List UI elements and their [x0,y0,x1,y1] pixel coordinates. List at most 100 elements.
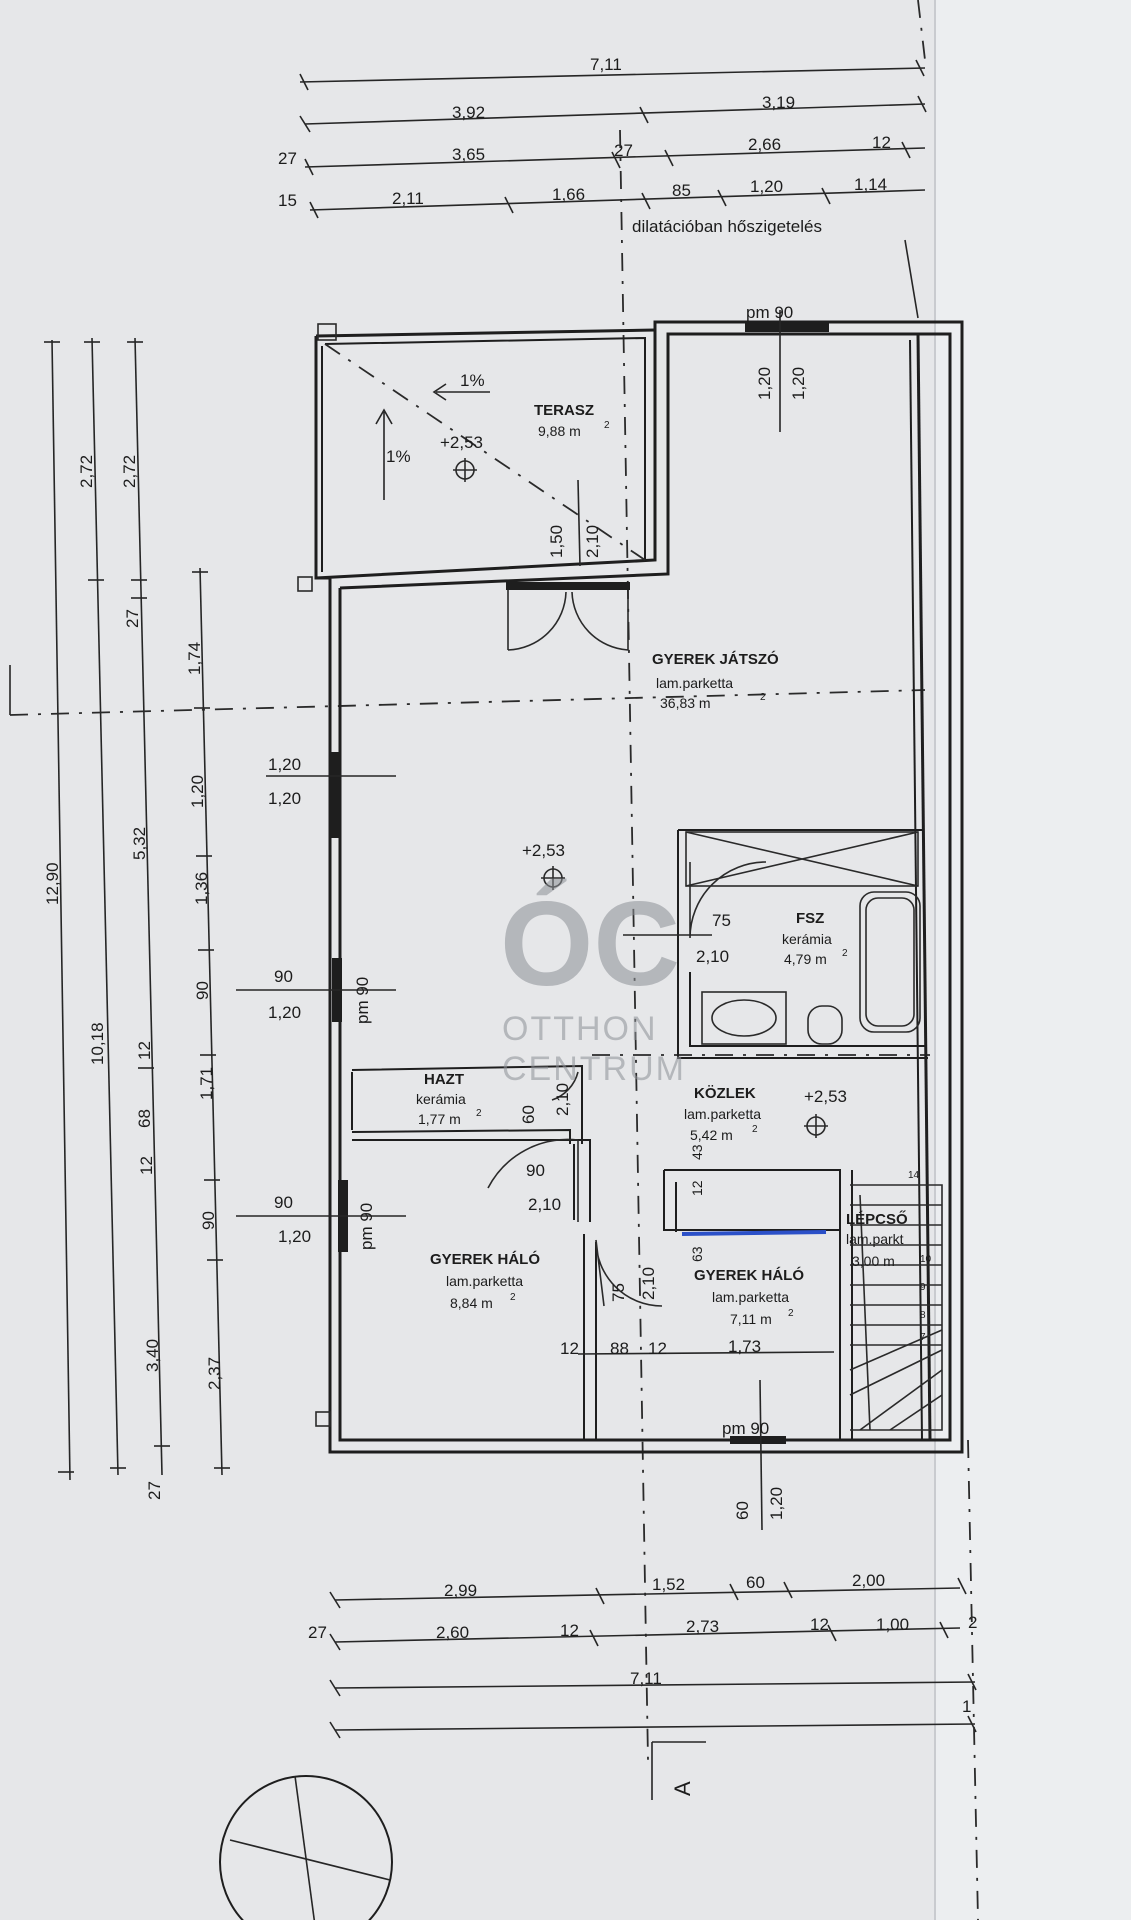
win1-b: 1,20 [268,789,301,808]
bottom-dim-r2-c: 12 [560,1621,579,1640]
top-dim-r4-c: 1,66 [552,185,585,204]
bed-width-12b: 12 [648,1339,667,1358]
kozlek-floor: lam.parketta [684,1106,761,1122]
sq-jatszo: 2 [760,692,766,703]
bed-width-173: 1,73 [728,1337,761,1356]
top-dim-r3-e: 12 [872,133,891,152]
left-dim-c3-a: 2,72 [120,455,139,488]
halo2-name: GYEREK HÁLÓ [694,1266,804,1284]
bottom-dim-r2-b: 2,60 [436,1623,469,1642]
win2-a: 90 [274,967,293,986]
terrace-door-h2: 2,10 [583,525,602,558]
win3-b: 1,20 [278,1227,311,1246]
lepcso-name: LÉPCSŐ [846,1210,908,1228]
hazt-door-h: 2,10 [553,1083,572,1116]
toilet [807,1005,843,1045]
window-top [745,322,829,332]
right-axis-top [917,0,926,61]
hall-door-w: 90 [526,1161,545,1180]
terrace-door-h1: 1,50 [547,525,566,558]
stair-dim-63: 63 [689,1246,705,1262]
watermark: ÓC OTTHON CENTRUM [500,877,684,1088]
terasz-level: +2,53 [440,433,483,452]
building-walls [236,310,964,1531]
bottom-dim-r2-d: 2,73 [686,1617,719,1636]
sq-halo1: 2 [510,1292,516,1303]
bottom-dim-r1-c: 60 [746,1573,765,1592]
top-dim-r3-b: 3,65 [452,145,485,164]
fsz-area: 4,79 m [784,951,827,967]
bottom-dim-r2-f: 1,00 [876,1615,909,1634]
stair-dim-12: 12 [689,1180,705,1196]
stair-step-7: 7 [920,1332,926,1343]
stair-step-14: 14 [908,1170,920,1181]
bed-width-12a: 12 [560,1339,579,1358]
left-dim-c3-d: 12 [135,1041,154,1060]
stair-dim-43: 43 [689,1144,705,1160]
top-dim-r4-d: 85 [672,181,691,200]
top-dim-r4-b: 2,11 [392,189,424,208]
terasz-area: 9,88 m [538,423,581,439]
bottom-window-h1: 60 [733,1501,752,1520]
bottom-dim-r1-b: 1,52 [652,1575,685,1594]
top-dimensions: 7,11 3,92 3,19 27 3,65 27 2,66 12 15 2,1… [278,55,927,319]
bathtub [859,891,921,1033]
left-dim-c4-c: 1,36 [192,872,211,905]
hall-door-h: 2,10 [528,1195,561,1214]
bottom-dim-r2-e: 12 [810,1615,829,1634]
top-dim-r4-a: 15 [278,191,297,210]
stair-step-9: 9 [920,1282,926,1293]
blue-marker-line [681,1230,827,1236]
north-arrow [219,1775,393,1920]
left-dim-c4-f: 90 [199,1211,218,1230]
top-window-h1: 1,20 [755,367,774,400]
paper-sheet-edge [935,0,1131,1920]
hazt-area: 1,77 m [418,1111,461,1127]
opening-labels: pm 90 1,20 1,20 1,50 2,10 1,20 1,20 90 1… [268,303,808,1520]
bottom-dim-total: 7,11 [630,1669,662,1688]
watermark-logo: ÓC [500,877,680,1011]
jatszo-name: GYEREK JÁTSZÓ [652,650,779,668]
top-window-h2: 1,20 [789,367,808,400]
jatszo-level: +2,53 [522,841,565,860]
lepcso-area: 3,00 m [852,1253,895,1269]
hazt-floor: kerámia [416,1091,466,1107]
bottom-dim-r1-d: 2,00 [852,1571,885,1590]
halo1-name: GYEREK HÁLÓ [430,1250,540,1268]
sq-hazt: 2 [476,1108,482,1119]
sq-halo2: 2 [788,1308,794,1319]
top-dim-total: 7,11 [590,55,622,74]
top-dim-r3-d: 2,66 [748,135,781,154]
kozlek-name: KÖZLEK [694,1085,756,1102]
left-dim-c4-a: 1,74 [185,642,204,675]
jatszo-floor: lam.parketta [656,675,733,691]
win3-pm: pm 90 [357,1203,376,1250]
left-dim-c4-b: 1,20 [188,775,207,808]
halo1-floor: lam.parketta [446,1273,523,1289]
fsz-name: FSZ [796,910,824,927]
left-dim-c3-h: 27 [145,1481,164,1500]
insulation-note: dilatációban hőszigetelés [632,217,822,236]
left-dim-c4-e: 1,71 [197,1067,216,1100]
left-dim-c3-e: 68 [135,1109,154,1128]
top-dim-r2-b: 3,19 [762,93,795,112]
left-dimensions: 12,90 2,72 10,18 2,72 27 5,32 12 68 12 3… [9,337,926,1500]
left-dim-c2-b: 10,18 [88,1022,107,1065]
shower-tray [685,831,919,887]
kozlek-area: 5,42 m [690,1127,733,1143]
fsz-door-h: 2,10 [696,947,729,966]
terasz-slope-v: 1% [386,447,411,466]
sq-fsz: 2 [842,948,848,959]
window-left-1 [330,752,340,838]
win3-a: 90 [274,1193,293,1212]
bed2-door-h: 2,10 [639,1267,658,1300]
sq-kozlek: 2 [752,1124,758,1135]
bottom-dim-r2-g: 2 [968,1613,977,1632]
watermark-line1: OTTHON [502,1010,658,1048]
top-dim-r3-a: 27 [278,149,297,168]
lepcso-floor: lam.parkt [846,1231,904,1247]
fsz-floor: kerámia [782,931,832,947]
top-dim-r3-c: 27 [614,141,633,160]
bed-width-88: 88 [610,1339,629,1358]
